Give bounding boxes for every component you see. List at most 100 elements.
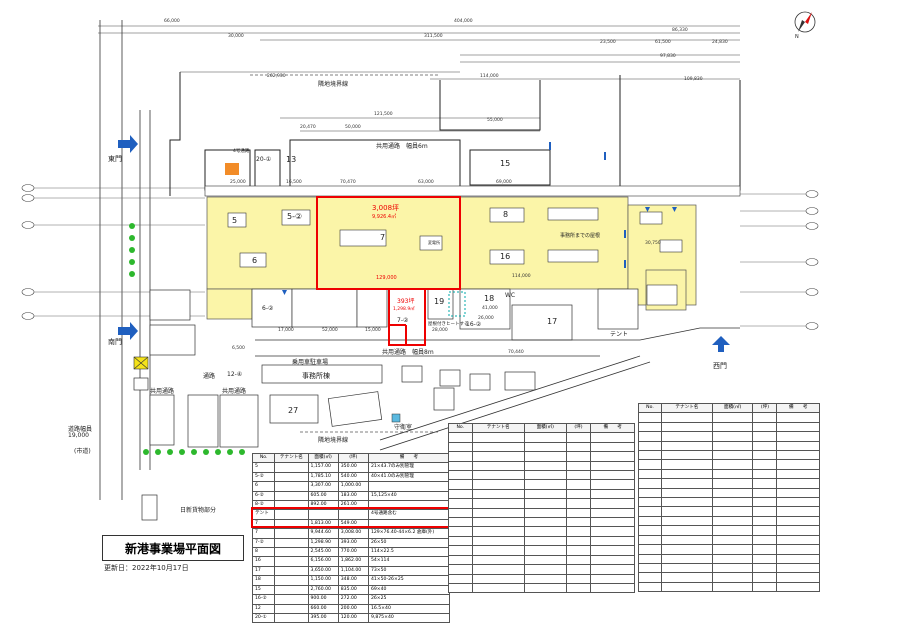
table-cell: 4号通路含む [367,509,451,520]
table-cell [274,603,309,614]
compass-icon [794,11,816,33]
table-cell [638,581,662,593]
water-tank [391,413,401,423]
property-outline [169,72,741,196]
table-cell [523,545,567,556]
table-cell [590,517,635,528]
table-cell [711,553,754,564]
table-cell [274,471,309,483]
table-cell: 8-② [251,500,276,511]
table-cell [660,478,713,489]
table-cell [523,470,567,481]
table-row [638,412,820,423]
table-cell [752,412,778,423]
table-cell [711,487,754,499]
table-row [448,564,635,575]
table-cell: 395.00 [307,612,339,623]
table-cell [274,462,309,473]
table-cell [638,440,662,452]
tree-icons [129,223,245,455]
block-7-2: 7-② [397,317,409,324]
table-cell: 15 [251,584,276,596]
parking-label: 乗用車駐車場 [292,359,329,366]
block-6: 6 [252,256,258,265]
table-cell [523,526,567,537]
table-cell [367,500,451,511]
dim-70440: 70,440 [508,350,524,355]
table-header: (坪) [565,422,592,434]
table-cell: 8 [251,547,276,558]
table-cell [776,544,820,555]
table-cell [565,441,592,453]
table-cell [337,509,369,520]
table-cell: 1,298.90 [307,537,339,549]
table-cell [523,573,567,584]
table-cell [660,553,713,564]
blank-table-right: No.テナント名面積(㎡)(坪)備 考 [638,402,820,593]
table-cell: 3,008.00 [337,528,369,539]
table-cell: 1,813.00 [307,518,339,530]
table-row [448,470,635,481]
table-cell [776,515,820,527]
table-cell: 54×114 [367,556,451,567]
table-cell [274,575,309,586]
office-label: 事務所棟 [302,372,330,380]
table-cell [523,554,567,566]
left-road [99,20,151,500]
dim-109830: 109,830 [684,77,703,82]
table-cell [752,459,778,470]
table-cell [752,440,778,452]
table-header: (坪) [752,402,778,414]
table-cell: 1,000.00 [337,481,369,492]
curved-roads [255,327,740,451]
table-cell [471,545,525,556]
table-row [448,545,635,556]
table-header: テナント名 [274,452,309,464]
block-5: 5 [232,216,238,225]
dim-97830: 97,830 [660,54,676,59]
table-cell [752,506,778,517]
table-cell: 261.00 [337,500,369,511]
table-cell [660,440,713,452]
wc-label: WC [505,292,516,299]
table-cell: 16.5×40 [367,603,451,614]
road-city: (市道) [74,448,91,455]
block-12: 12-④ [227,371,243,378]
table-cell [660,450,713,461]
table-cell [471,441,525,453]
table-cell [711,450,754,461]
table-cell [711,478,754,489]
table-cell [471,526,525,537]
table-cell [565,582,592,594]
table-cell [638,497,662,508]
dim-top-total: 404,000 [454,19,473,24]
table-cell [660,562,713,574]
table-cell [471,582,525,594]
table-cell [638,468,662,480]
table-cell [660,534,713,546]
table-cell: テント [251,509,276,520]
lower-blocks [133,288,639,521]
table-cell [638,534,662,546]
table-cell [638,487,662,499]
table-cell: 183.00 [337,490,369,502]
table-cell: 549.00 [337,518,369,530]
table-cell [660,459,713,470]
table-cell [711,534,754,546]
table-cell [776,534,820,546]
dim-262930: 262,930 [267,74,286,79]
table-cell [448,526,473,537]
table-cell: 1,104.00 [337,565,369,577]
table-cell [776,487,820,499]
table-cell [448,432,473,443]
table-row [638,497,820,508]
table-cell [711,515,754,527]
table-header: (坪) [337,452,369,464]
table-header: 備 考 [590,422,635,434]
dim-23500: 23,500 [600,40,616,45]
table-cell: 18 [251,575,276,586]
table-cell [638,459,662,470]
table-cell [565,545,592,556]
